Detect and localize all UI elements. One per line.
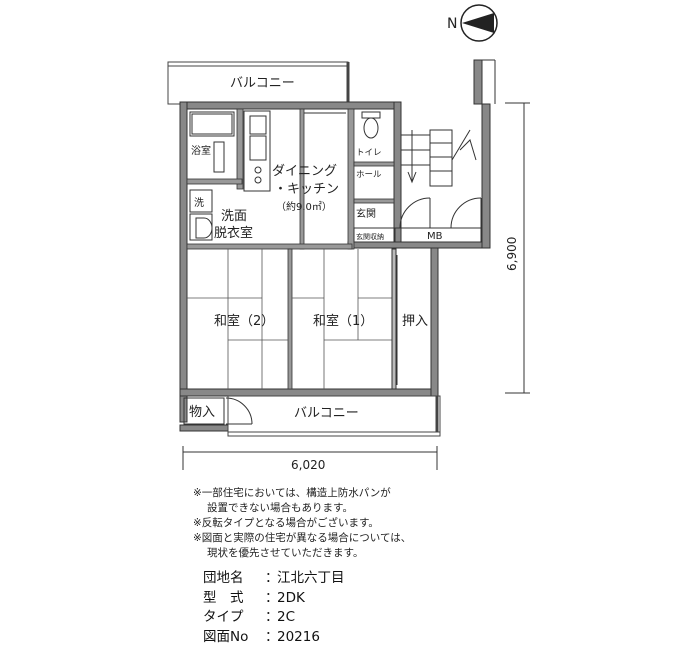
- oshiire-doors: [391, 248, 398, 390]
- depth-dimension-label: 6,900: [505, 237, 519, 271]
- monoire-label: 物入: [189, 405, 215, 420]
- depth-dimension: [505, 102, 530, 394]
- mb-label: MB: [427, 231, 443, 242]
- washitsu2-label: 和室（2）: [214, 313, 274, 329]
- kitchen-fixtures: [243, 110, 346, 192]
- dk-label-line2: ・キッチン: [274, 182, 339, 197]
- note-line: 設置できない場合もあります。: [207, 502, 353, 514]
- info-value: 江北六丁目: [277, 570, 345, 586]
- compass-north-label: N: [447, 16, 457, 32]
- compass: N: [447, 4, 498, 42]
- balcony-top-label: バルコニー: [230, 76, 295, 91]
- toilet-label: トイレ: [356, 148, 382, 158]
- info-separator: ：: [265, 609, 279, 625]
- oshiire-label: 押入: [402, 314, 428, 329]
- washer-label: 洗: [194, 197, 204, 209]
- info-value: 2DK: [277, 589, 305, 606]
- notes: ※一部住宅においては、構造上防水パンが 設置できない場合もあります。 ※反転タイ…: [193, 486, 673, 561]
- info-separator: ：: [265, 628, 279, 645]
- washer-box: [189, 189, 213, 213]
- staircase: [400, 59, 496, 187]
- note-line: ※一部住宅においては、構造上防水パンが: [193, 487, 391, 499]
- property-info: 団地名：江北六丁目 型 式：2DK タイプ：2C 図面No：20216: [203, 569, 345, 647]
- shower-icon: [213, 141, 225, 173]
- bath-label: 浴室: [191, 144, 211, 157]
- washroom-label-line2: 脱衣室: [214, 225, 253, 241]
- width-dimension: [182, 446, 438, 470]
- note-line: ※反転タイプとなる場合がございます。: [193, 517, 379, 529]
- info-key: 図面No: [203, 628, 249, 645]
- info-key: タイプ: [203, 609, 244, 625]
- info-row-drawing-no: 図面No ：20216: [203, 628, 345, 648]
- note-line: ※図面と実際の住宅が異なる場合については、: [193, 532, 412, 544]
- info-row-model: 型 式 ：2DK: [203, 589, 345, 609]
- info-key: 型 式: [203, 589, 244, 606]
- entrance-storage-label: 玄関収納: [356, 232, 384, 241]
- note-line: 現状を優先させていただきます。: [207, 547, 364, 559]
- info-separator: ：: [265, 570, 279, 586]
- info-value: 2C: [277, 609, 296, 625]
- bath-fixtures: [189, 111, 235, 241]
- width-dimension-label: 6,020: [291, 458, 325, 472]
- interior-walls: [186, 108, 395, 390]
- toilet-fixture: [361, 111, 381, 139]
- washroom-label-line1: 洗面: [221, 209, 247, 224]
- washitsu1-label: 和室（1）: [313, 313, 373, 329]
- exterior-walls: [179, 101, 491, 432]
- info-key: 団地名: [203, 570, 244, 586]
- sink-icon: [195, 217, 213, 239]
- info-separator: ：: [265, 589, 279, 606]
- monoire-door: [183, 397, 253, 425]
- entrance-fixtures: [353, 197, 482, 243]
- info-row-type: タイプ ：2C: [203, 608, 345, 628]
- tatami-mats: [187, 249, 394, 389]
- balcony-bottom: [227, 395, 441, 437]
- dk-label-line1: ダイニング: [272, 164, 337, 179]
- hall-label: ホール: [356, 170, 382, 180]
- info-row-complex-name: 団地名 ：江北六丁目: [203, 569, 345, 589]
- balcony-bottom-label: バルコニー: [294, 406, 359, 421]
- compass-arrow-icon: [462, 13, 494, 33]
- info-value: 20216: [277, 628, 320, 645]
- entrance-label: 玄関: [356, 207, 376, 220]
- dk-label-line3: （約9.0㎡）: [276, 200, 332, 213]
